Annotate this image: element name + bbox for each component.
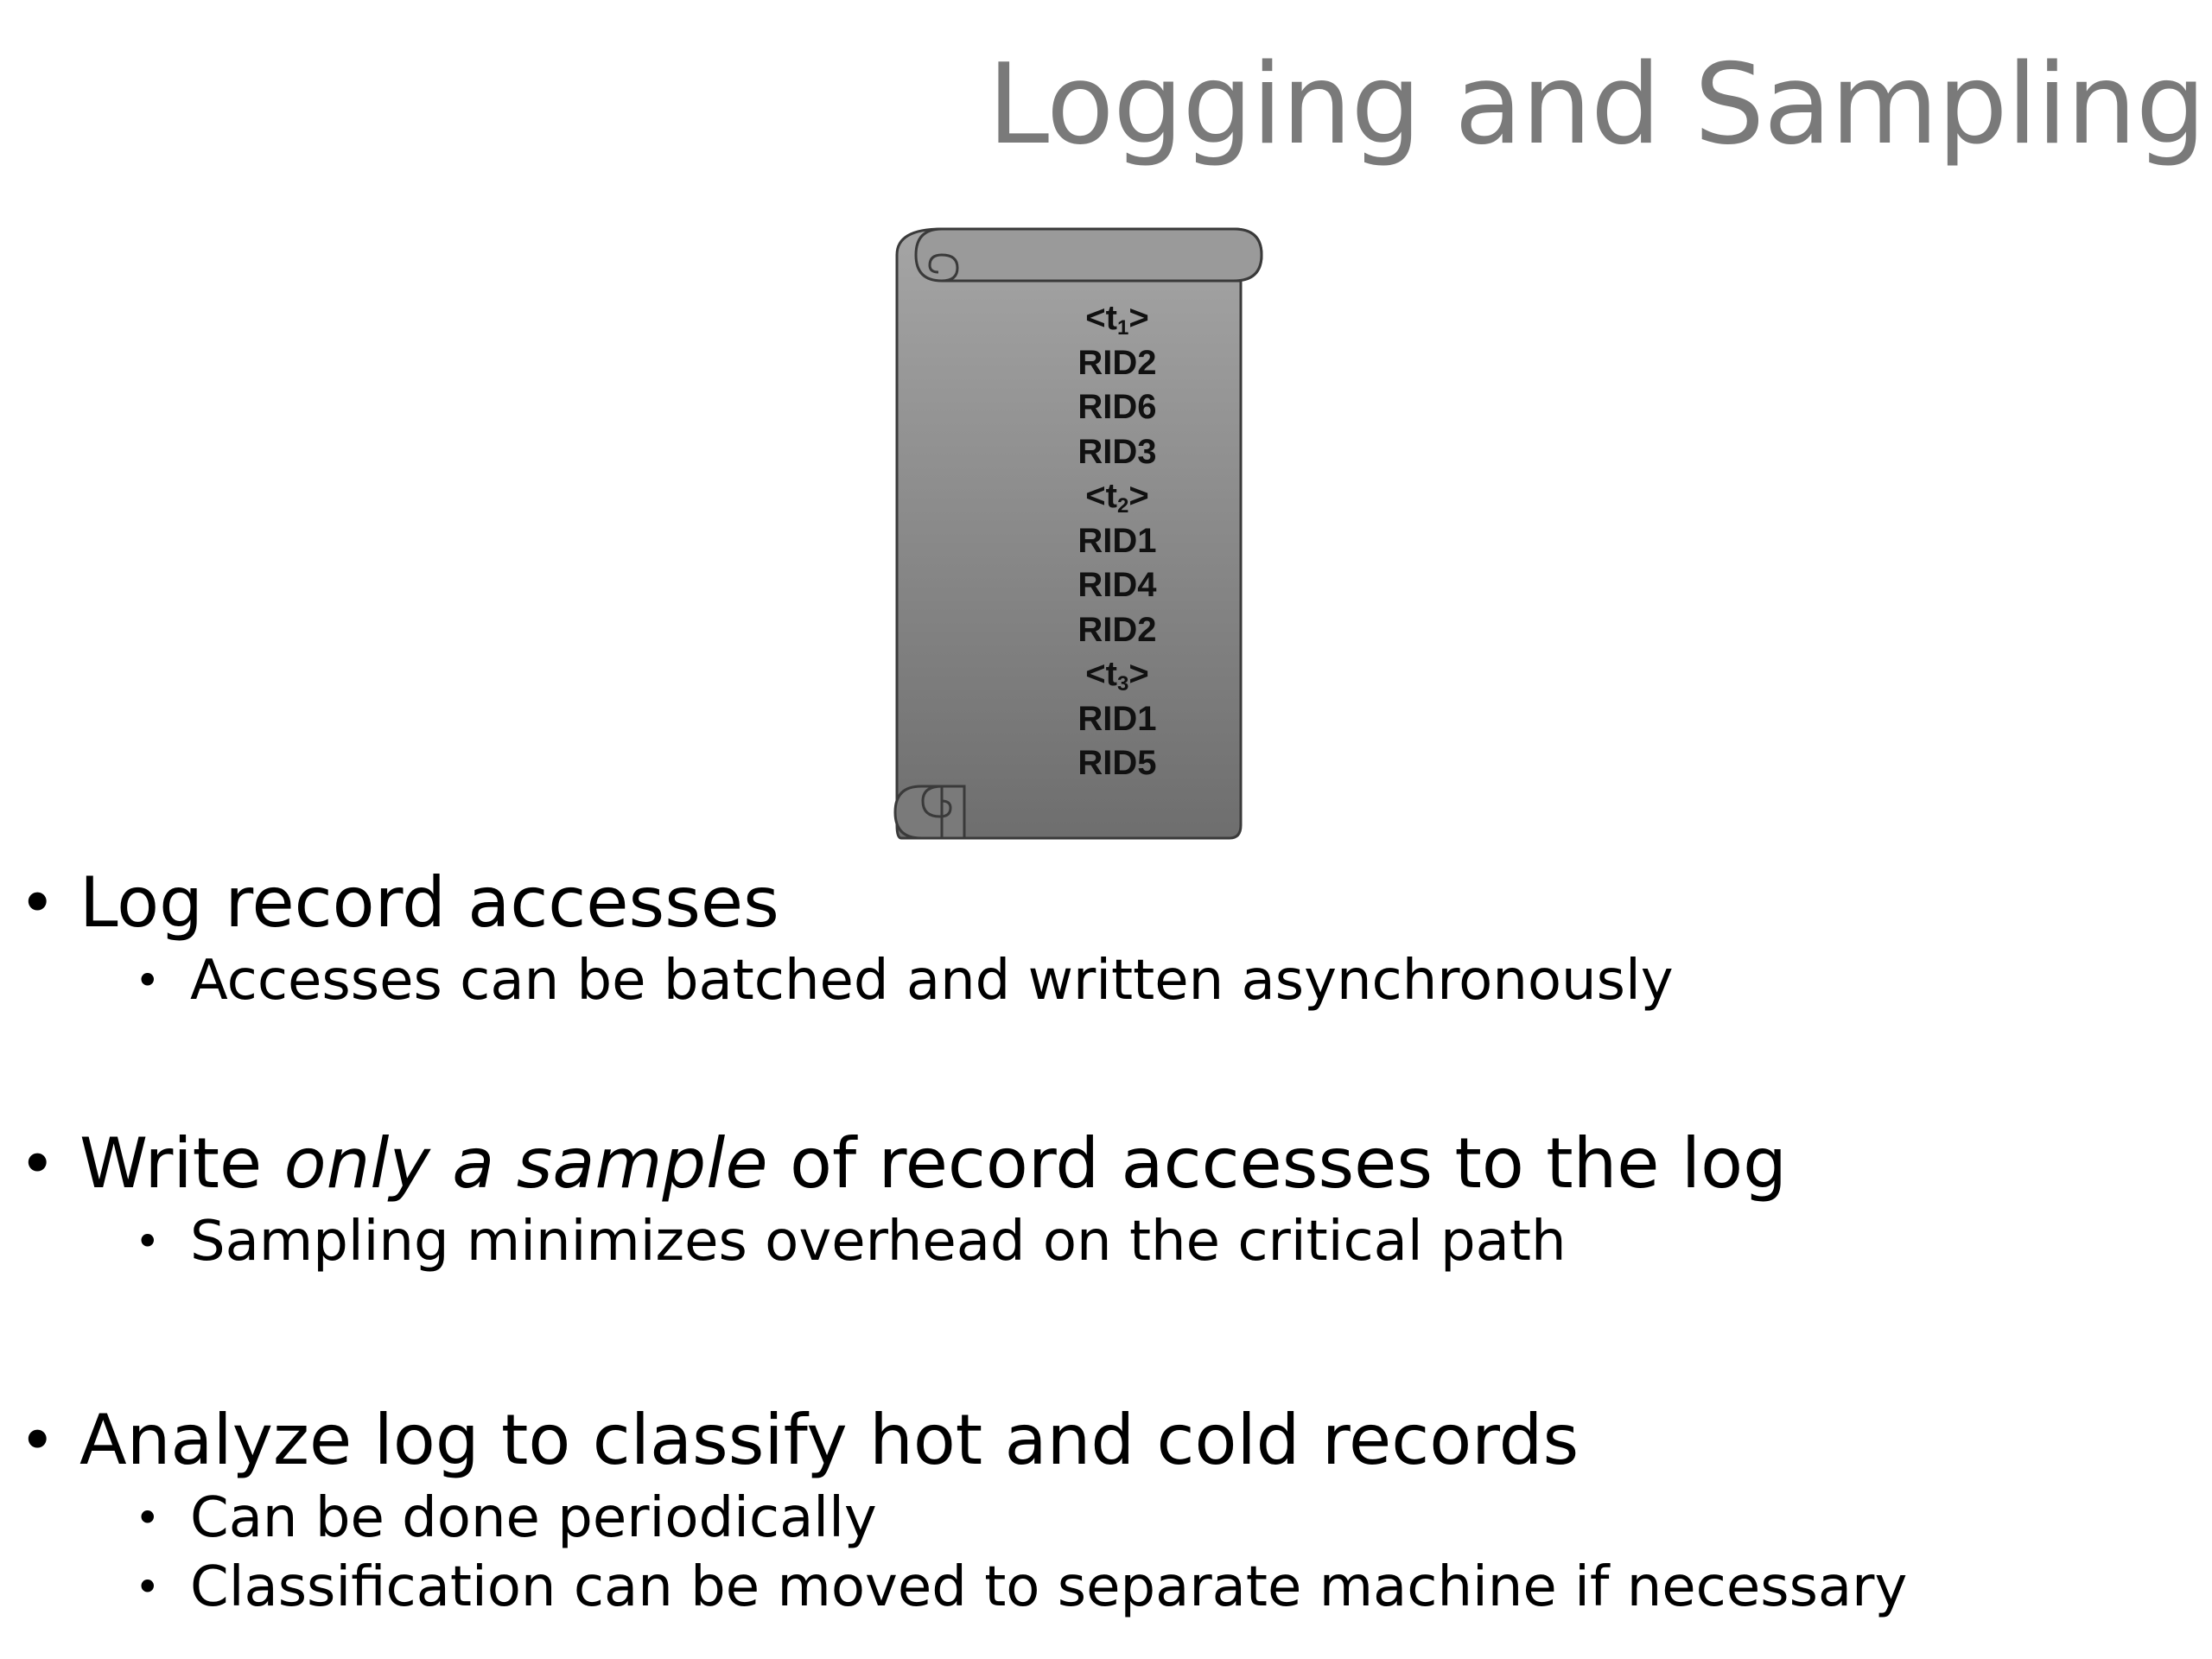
log-entry-rid: RID1 <box>1077 521 1157 560</box>
bullet-text-after: of record accesses to the log <box>767 1123 1787 1204</box>
sub-bullet-separate-machine: Classification can be moved to separate … <box>19 1553 2179 1622</box>
bullet-text-before: Write <box>79 1123 284 1204</box>
log-entry-rid: RID1 <box>1077 699 1157 738</box>
log-entry-tick: <t1> <box>1085 299 1149 340</box>
bullet-log-record-accesses: Log record accesses <box>19 860 2179 946</box>
log-entry-rid: RID2 <box>1077 610 1157 649</box>
bullet-text-emphasis: only a sample <box>283 1123 768 1204</box>
slide-title: Logging and Sampling <box>987 41 2206 169</box>
log-entry-rid: RID5 <box>1077 744 1157 782</box>
log-scroll-figure: <t1> RID2 RID6 RID3 <t2> RID1 RID4 RID2 … <box>888 220 1303 860</box>
log-entry-rid: RID4 <box>1077 566 1157 604</box>
bullet-list: Log record accesses Accesses can be batc… <box>19 860 2179 1622</box>
log-entry-tick: <t2> <box>1085 477 1149 518</box>
log-entry-rid: RID2 <box>1077 343 1157 382</box>
log-entry-rid: RID6 <box>1077 388 1157 426</box>
sub-bullet-sampling-overhead: Sampling minimizes overhead on the criti… <box>19 1207 2179 1276</box>
sub-bullet-batched: Accesses can be batched and written asyn… <box>19 946 2179 1015</box>
scroll-icon <box>893 227 1263 840</box>
log-entry-rid: RID3 <box>1077 432 1157 471</box>
spacer <box>19 1015 2179 1121</box>
spacer <box>19 1276 2179 1397</box>
bullet-analyze-log: Analyze log to classify hot and cold rec… <box>19 1397 2179 1484</box>
bullet-write-sample: Write only a sample of record accesses t… <box>19 1121 2179 1207</box>
sub-bullet-periodically: Can be done periodically <box>19 1484 2179 1553</box>
log-entry-tick: <t3> <box>1085 655 1149 696</box>
log-entries: <t1> RID2 RID6 RID3 <t2> RID1 RID4 RID2 … <box>1018 296 1217 786</box>
